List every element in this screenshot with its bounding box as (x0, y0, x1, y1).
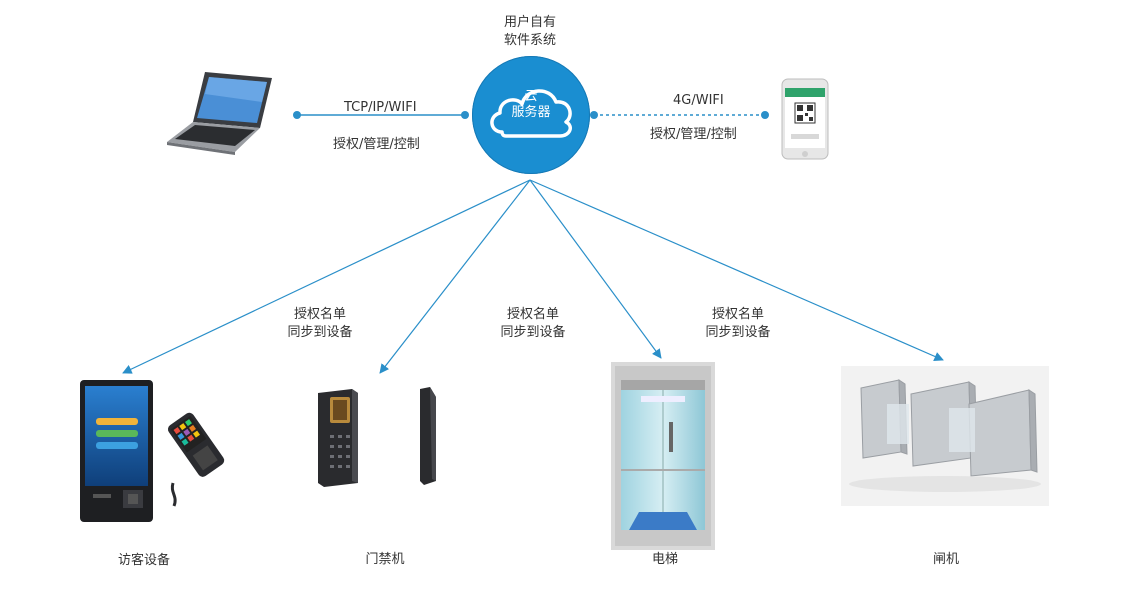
sync-label-visitor: 授权名单 同步到设备 (270, 306, 370, 342)
sync-label-center: 授权名单 同步到设备 (483, 306, 583, 342)
left-protocol-label: TCP/IP/WIFI (344, 100, 417, 115)
sync-label-gate: 授权名单 同步到设备 (688, 306, 788, 342)
phone-link-dot-right (761, 111, 769, 119)
cloud-label: 云 服务器 (472, 89, 590, 121)
cloud-label-line2: 服务器 (511, 105, 551, 120)
laptop-icon (167, 72, 272, 155)
access-device-label: 门禁机 (365, 552, 405, 567)
laptop-link-dot-left (293, 111, 301, 119)
phone-link-dot-left (590, 111, 598, 119)
arrow-to-access (379, 179, 531, 374)
elevator-image (611, 362, 715, 550)
phone-icon (781, 78, 829, 160)
left-desc-label: 授权/管理/控制 (333, 137, 420, 152)
elevator-label: 电梯 (651, 552, 678, 567)
access-device-image (318, 387, 436, 487)
sync-label-line1: 授权名单 (293, 307, 346, 322)
cloud-server-circle: 云 服务器 (472, 56, 590, 174)
visitor-device-image (80, 380, 225, 522)
cloud-label-line1: 云 (524, 89, 538, 104)
right-protocol-label: 4G/WIFI (673, 93, 724, 108)
sync-label-line1: 授权名单 (711, 307, 764, 322)
sync-label-line2: 同步到设备 (287, 325, 353, 340)
server-title-line2: 软件系统 (503, 33, 556, 48)
arrow-to-elevator (529, 179, 662, 359)
sync-label-line2: 同步到设备 (500, 325, 566, 340)
arrow-to-gate (529, 179, 944, 361)
cloud-icon (490, 89, 572, 138)
visitor-device-label: 访客设备 (117, 553, 170, 568)
server-title: 用户自有 软件系统 (480, 14, 580, 50)
right-desc-label: 授权/管理/控制 (650, 127, 737, 142)
gate-label: 闸机 (932, 552, 959, 567)
sync-label-line2: 同步到设备 (705, 325, 771, 340)
arrow-to-visitor (122, 179, 531, 374)
server-title-line1: 用户自有 (503, 15, 556, 30)
laptop-link-dot-right (461, 111, 469, 119)
gate-image (841, 366, 1049, 506)
sync-label-line1: 授权名单 (506, 307, 559, 322)
